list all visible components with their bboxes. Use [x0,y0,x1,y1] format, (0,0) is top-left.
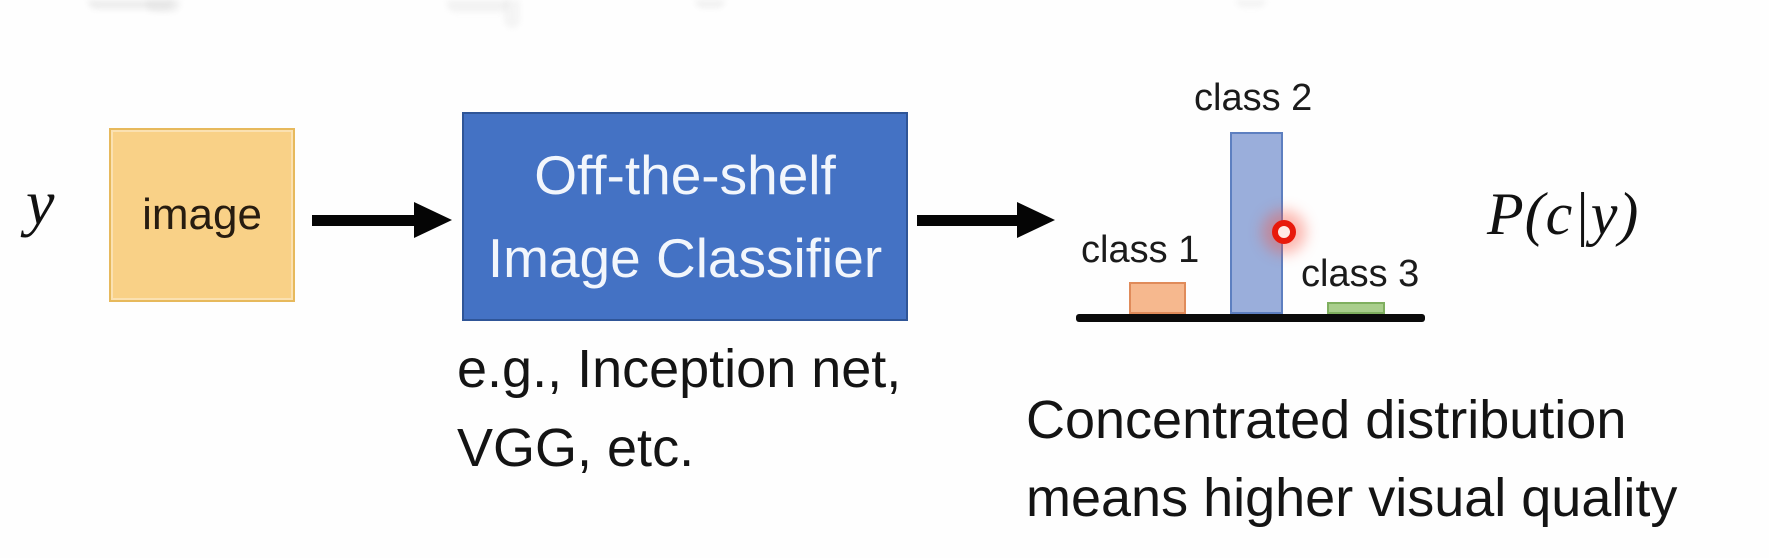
bar-class-1 [1129,282,1186,314]
cropped-text-artifact [695,0,725,8]
arrow-right-icon [917,215,1018,226]
caption-line2: means higher visual quality [1026,468,1678,528]
examples-line1: e.g., Inception net, [457,339,902,399]
cropped-text-artifact [146,0,180,12]
image-box-label: image [142,190,262,239]
cropped-text-artifact [88,0,174,9]
bar-label-class-2: class 2 [1194,77,1313,119]
cropped-text-artifact [1236,0,1266,7]
caption-line1: Concentrated distribution [1026,390,1627,450]
classifier-label-line1: Off-the-shelf [534,144,836,206]
examples-line2: VGG, etc. [457,418,695,478]
bar-class-3 [1327,302,1385,314]
output-formula: P(c|y) [1487,181,1640,247]
image-box: image [109,128,295,302]
arrow-right-icon [1017,202,1055,238]
cropped-text-artifact [504,0,520,28]
figure-caption: Concentrated distribution means higher v… [1026,381,1677,537]
classifier-box: Off-the-shelf Image Classifier [462,112,908,321]
bar-label-class-1: class 1 [1081,229,1200,271]
classifier-label-line2: Image Classifier [487,226,883,289]
arrow-right-icon [414,202,452,238]
chart-baseline [1076,314,1425,322]
bar-label-class-3: class 3 [1301,253,1420,295]
input-symbol-y: y [26,167,55,238]
arrow-right-icon [312,215,416,226]
classifier-examples: e.g., Inception net, VGG, etc. [457,330,901,488]
red-dot-marker [1272,220,1296,244]
cropped-text-artifact [447,0,509,12]
